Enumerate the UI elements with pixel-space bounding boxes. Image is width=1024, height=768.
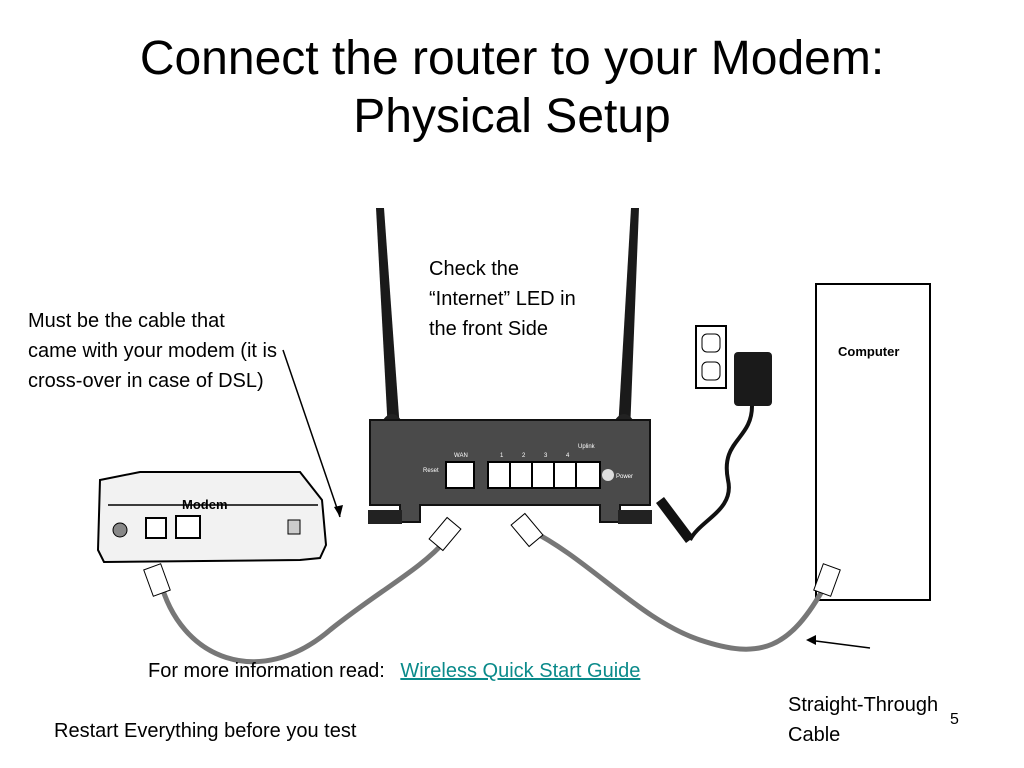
cable-type-pointer [807, 639, 871, 649]
quick-start-guide-link[interactable]: Wireless Quick Start Guide [400, 660, 641, 682]
more-info-prefix: For more information read: [148, 660, 385, 682]
page-number: 5 [950, 711, 959, 728]
modem-port-1 [145, 517, 167, 539]
router-lan-ports [487, 461, 601, 489]
router-antenna-left [376, 208, 400, 432]
more-info-line: For more information read: Wireless Quic… [148, 656, 640, 686]
router-wan-port [445, 461, 475, 489]
router-power-jack [602, 469, 614, 481]
cable-note: Must be the cable that came with your mo… [28, 310, 277, 392]
wall-outlet [695, 325, 727, 389]
computer-label: Computer [838, 344, 899, 359]
router-port-label-2: 2 [522, 453, 526, 459]
title-line-1: Connect the router to your Modem: [139, 32, 885, 85]
modem-port-2 [175, 515, 201, 539]
cable-note-pointer [282, 349, 341, 518]
modem-label: Modem [182, 497, 228, 512]
cable-type-label: Straight-Through Cable [788, 694, 939, 746]
modem: Modem [96, 471, 328, 564]
router-power-label: Power [616, 474, 633, 480]
router-wan-label: WAN [454, 453, 468, 459]
computer: Computer [815, 283, 931, 601]
slide-title: Connect the router to your Modem: Physic… [0, 30, 1024, 146]
power-adapter [656, 352, 772, 543]
router-to-computer-cable [528, 527, 829, 652]
router-uplink-label: Uplink [578, 444, 596, 450]
title-line-2: Physical Setup [353, 90, 671, 143]
router-port-label-3: 3 [544, 453, 548, 459]
router-port-label-4: 4 [566, 453, 570, 459]
router-reset-label: Reset [423, 468, 439, 474]
restart-note: Restart Everything before you test [54, 720, 357, 742]
router-antenna-right [618, 208, 639, 432]
router: WAN Reset Power 1 2 3 4 Uplink [368, 419, 652, 524]
modem-to-router-cable [157, 538, 448, 665]
router-port-label-1: 1 [500, 453, 504, 459]
led-note: Check the “Internet” LED in the front Si… [429, 258, 576, 340]
